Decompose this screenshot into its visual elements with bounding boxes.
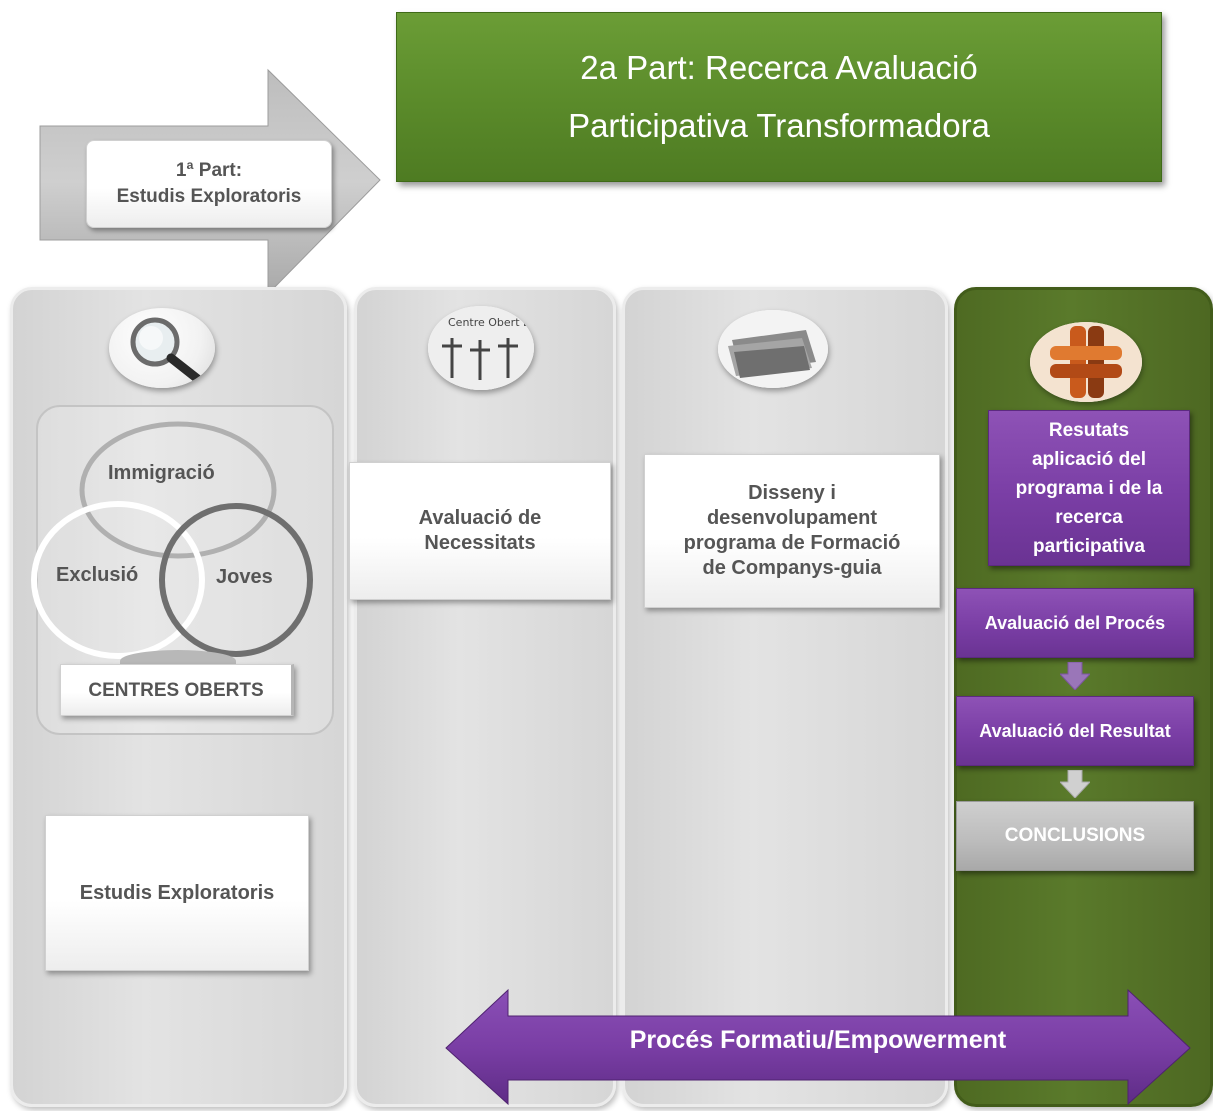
joined-hands-icon xyxy=(1030,322,1142,402)
first-part-line1: 1ª Part: xyxy=(175,160,243,181)
results-line: programa i de la xyxy=(1015,477,1163,499)
venn-circle-youth xyxy=(159,503,313,657)
column-design xyxy=(622,287,948,1107)
venn-label-immigration: Immigració xyxy=(108,462,215,484)
children-drawing-icon: Centre Obert Don Ope xyxy=(428,306,534,390)
column-needs xyxy=(354,287,616,1107)
results-line: participativa xyxy=(1033,535,1145,557)
arrow-down-icon xyxy=(1060,770,1090,798)
results-line: Resutats xyxy=(1048,419,1130,441)
arrow-down-icon xyxy=(1060,662,1090,690)
venn-label-youth: Joves xyxy=(216,566,273,588)
first-part-line2: Estudis Exploratoris xyxy=(116,186,302,207)
venn-label-exclusion: Exclusió xyxy=(56,564,139,586)
needs-assessment-box: Avaluació de Necessitats xyxy=(349,462,611,600)
header-line1: 2a Part: Recerca Avaluació xyxy=(580,49,978,86)
result-evaluation-box: Avaluació del Resultat xyxy=(956,696,1194,766)
design-line3: programa de Formació xyxy=(683,532,901,554)
results-box: Resutats aplicació del programa i de la … xyxy=(988,410,1190,566)
header-line2: Participativa Transformadora xyxy=(568,107,990,144)
design-line2: desenvolupament xyxy=(706,507,878,529)
magnifier-icon xyxy=(109,308,215,388)
results-line: aplicació del xyxy=(1031,448,1147,470)
newspaper-stack-icon xyxy=(718,310,828,388)
first-part-label: 1ª Part: Estudis Exploratoris xyxy=(86,140,332,228)
design-line4: de Companys-guia xyxy=(702,557,882,579)
drawing-text: Centre Obert Don Ope xyxy=(448,316,534,329)
venn-diagram xyxy=(31,421,313,659)
design-line1: Disseny i xyxy=(748,482,836,504)
design-program-box: Disseny i desenvolupament programa de Fo… xyxy=(644,454,940,608)
empowerment-arrow xyxy=(445,988,1191,1106)
venn-circle-exclusion xyxy=(31,501,205,659)
conclusions-box: CONCLUSIONS xyxy=(956,801,1194,871)
venn-circle-immigration xyxy=(79,421,277,559)
needs-line1: Avaluació de xyxy=(418,507,542,529)
empowerment-label: Procés Formatiu/Empowerment xyxy=(629,1025,1007,1054)
exploratory-studies-box: Estudis Exploratoris xyxy=(45,815,309,971)
needs-line2: Necessitats xyxy=(424,532,536,554)
centres-oberts-box: CENTRES OBERTS xyxy=(60,664,294,716)
process-evaluation-box: Avaluació del Procés xyxy=(956,588,1194,658)
header-box: 2a Part: Recerca Avaluació Participativa… xyxy=(396,12,1162,182)
results-line: recerca xyxy=(1055,506,1123,528)
